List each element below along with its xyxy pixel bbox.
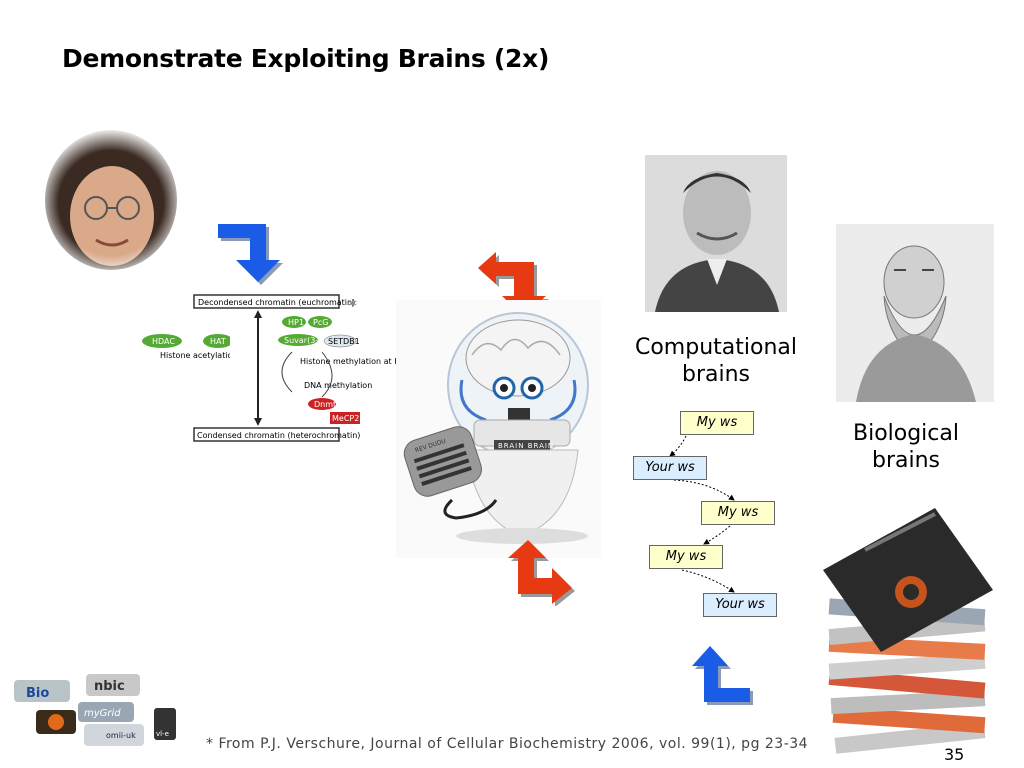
chromatin-diagram: Decondensed chromatin (euchromatin) Cond… [193, 294, 397, 442]
biological-label-line2: brains [871, 448, 940, 473]
biological-brains-label: Biological brains [836, 420, 976, 474]
logo-omii: omii-uk [106, 731, 136, 740]
note-dna-methylation: DNA methylation [304, 381, 372, 390]
blue-arrow-icon [218, 224, 283, 285]
workflow-box-1: My ws [680, 411, 754, 435]
logo-nbic: nbic [94, 679, 125, 694]
logo-bio: Bio [26, 686, 49, 701]
logo-vle: vl-e [156, 730, 169, 738]
robot-badge: BRAIN BRAIN [498, 442, 554, 450]
computational-brains-label: Computational brains [626, 334, 806, 388]
note-histone-methylation: Histone methylation at H3K9 [300, 357, 397, 366]
diagram-bottom-label: Condensed chromatin (heterochromatin) [197, 431, 360, 440]
computational-label-line2: brains [681, 362, 750, 387]
workflow-box-3: My ws [701, 501, 775, 525]
darwin-engraving [836, 224, 994, 402]
workflow-box-5: Your ws [703, 593, 777, 617]
node-setdb1: SETDB1 [328, 337, 360, 346]
note-histone-acetylation: Histone acetylation [160, 351, 230, 360]
node-mecp2: MeCP2 [332, 414, 359, 423]
page-number: 35 [944, 745, 965, 764]
computational-label-line1: Computational [634, 335, 797, 360]
diagram-asterisk: * [348, 296, 357, 317]
node-suvar: Suvar(3-9) [284, 336, 326, 345]
workflow-box-2: Your ws [633, 456, 707, 480]
journal-stack-image [823, 508, 993, 754]
biological-label-line1: Biological [852, 421, 959, 446]
blue-arrow-up-icon [692, 646, 753, 705]
red-arrow-bottom-icon [508, 540, 575, 606]
researcher-photo [36, 128, 186, 278]
slide-title: Demonstrate Exploiting Brains (2x) [62, 44, 550, 73]
node-hp1: HP1 [288, 318, 304, 327]
footnote: * From P.J. Verschure, Journal of Cellul… [206, 736, 809, 752]
workflow-connectors [669, 435, 735, 593]
node-pcg: PcG [313, 318, 328, 327]
robot-brain-image: BRAIN BRAIN REV DUDU [396, 300, 601, 558]
node-dnmt: Dnmt [314, 400, 336, 409]
logo-mygrid: myGrid [84, 708, 121, 719]
node-hdac: HDAC [152, 337, 175, 346]
workflow-box-4: My ws [649, 545, 723, 569]
partner-logos: Bio nbic myGrid omii-uk vl-e [14, 674, 176, 746]
diagram-left-nodes: HDAC HAT Histone acetylation [142, 334, 230, 360]
node-hat: HAT [210, 337, 226, 346]
turing-photo [645, 155, 787, 312]
diagram-top-label: Decondensed chromatin (euchromatin) [198, 298, 355, 307]
